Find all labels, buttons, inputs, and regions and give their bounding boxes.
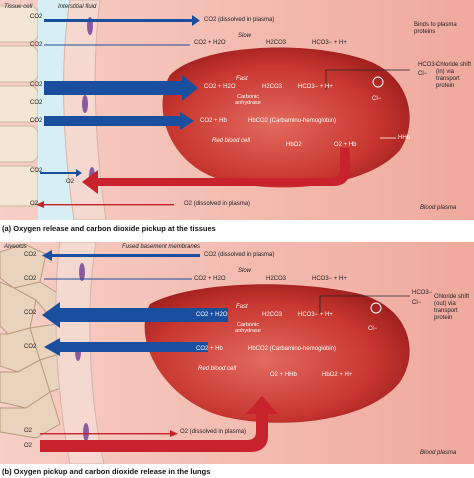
chloride-shift-in: Chloride shift (in) via transport protei… <box>436 62 472 89</box>
o2-release-arrow <box>82 148 350 194</box>
caption-b-letter: (b) <box>2 467 12 476</box>
caption-a-text: Oxygen release and carbon dioxide pickup… <box>13 224 216 233</box>
caption-b: (b) Oxygen pickup and carbon dioxide rel… <box>2 467 210 476</box>
co2-label-6: CO2 <box>30 168 43 174</box>
co2-release-arrows <box>42 250 228 356</box>
caption-a-letter: (a) <box>2 224 12 233</box>
co2-label-3: CO2 <box>30 82 43 88</box>
co2-b-label-3: CO2 <box>24 310 37 316</box>
panel-b-lungs: Alveolus Fused basement membranes CO2 CO… <box>0 242 474 464</box>
fast-hco3-b: HCO3− + H+ <box>298 312 333 318</box>
co2-label-1: CO2 <box>30 14 43 20</box>
co2-dissolved-label: CO2 (dissolved in plasma) <box>204 17 275 23</box>
cl-inside-label-b: Cl− <box>368 326 378 332</box>
slow-h2co3-a: H2CO3 <box>266 40 287 46</box>
slow-equation-a: CO2 + H2O <box>194 40 226 46</box>
tissue-cell-label: Tissue cell <box>4 4 33 10</box>
interstitial-fluid <box>38 0 74 220</box>
binds-plasma-proteins: Binds to plasma proteins <box>414 22 457 35</box>
transport-protein-icon-b <box>370 302 382 314</box>
co2-label-2: CO2 <box>30 42 43 48</box>
interstitial-fluid-label: Interstitial fluid <box>58 4 97 10</box>
rbc-label-a: Red blood cell <box>212 138 251 144</box>
o2-dissolved-label-b: O2 (dissolved in plasma) <box>180 429 247 435</box>
co2-label-4: CO2 <box>30 100 43 106</box>
hco3-in-path <box>319 295 410 314</box>
carbamino-equation-b: CO2 + Hb <box>196 346 223 352</box>
endothelial-nucleus-2 <box>82 95 88 113</box>
co2-b-label-4: CO2 <box>24 344 37 350</box>
caption-a: (a) Oxygen release and carbon dioxide pi… <box>2 224 216 233</box>
slow-hco3-a: HCO3− + H+ <box>312 40 347 46</box>
chloride-shift-out: Chloride shift (out) via transport prote… <box>434 294 470 321</box>
cl-out-label: Cl− <box>412 300 422 306</box>
blood-plasma-label-a: Blood plasma <box>420 205 457 211</box>
hbo2-label-a: HbO2 <box>286 142 302 148</box>
blood-plasma-label-b: Blood plasma <box>420 450 457 456</box>
o2-tissue-label: O2 <box>66 179 75 185</box>
co2-arrows <box>40 15 200 177</box>
hco3-out-label: HCO3− <box>418 62 439 68</box>
co2-b-label-2: CO2 <box>24 276 37 282</box>
transport-protein-icon <box>372 76 384 88</box>
co2-b-label-1: CO2 <box>24 252 37 258</box>
hco3-in-label: HCO3− <box>412 290 433 296</box>
cl-in-label: Cl− <box>418 71 428 77</box>
hhb-label: HHb <box>398 135 411 141</box>
carbamino-equation-a: CO2 + Hb <box>200 118 227 124</box>
carbonic-anhydrase-a: Carbonic anhydrase <box>235 94 261 107</box>
hbo2-h-label: HbO2 + H+ <box>322 372 353 378</box>
slow-label-a: Slow <box>238 33 252 39</box>
slow-h2co3-b: H2CO3 <box>266 276 287 282</box>
fast-equation-b: CO2 + H2O <box>196 312 228 318</box>
fast-h2co3-b: H2CO3 <box>262 312 283 318</box>
fast-h2co3-a: H2CO3 <box>262 84 283 90</box>
fast-hco3-a: HCO3− + H+ <box>298 84 333 90</box>
tissue-cells <box>0 5 39 207</box>
o2-hb-label: O2 + Hb <box>334 142 357 148</box>
carbonic-anhydrase-b: Carbonic anhydrase <box>235 322 261 335</box>
fused-membranes-label: Fused basement membranes <box>122 244 201 250</box>
fast-label-a: Fast <box>236 76 248 82</box>
panel-a-artwork <box>0 0 474 220</box>
o2-dissolved-label-a: O2 (dissolved in plasma) <box>184 201 251 207</box>
slow-hco3-b: HCO3− + H+ <box>312 276 347 282</box>
co2-label-5: CO2 <box>30 118 43 124</box>
hbco2-label-a: HbCO2 (Carbamino-hemoglobin) <box>248 118 337 124</box>
panel-a-tissues: Tissue cell Interstitial fluid CO2 CO2 (… <box>0 0 474 220</box>
slow-label-b: Slow <box>238 268 252 274</box>
o2-b-label-a: O2 <box>24 428 33 434</box>
o2-label-7: O2 <box>30 201 39 207</box>
hbco2-label-b: HbCO2 (Carbamino-hemoglobin) <box>248 346 337 352</box>
cl-inside-label-a: Cl− <box>372 96 382 102</box>
rbc-label-b: Red blood cell <box>198 366 237 372</box>
fast-label-b: Fast <box>236 304 248 310</box>
slow-equation-b: CO2 + H2O <box>194 276 226 282</box>
o2-dissolved-arrow <box>44 204 174 206</box>
o2-pickup-arrow <box>40 396 278 452</box>
fast-equation-a: CO2 + H2O <box>204 84 236 90</box>
caption-b-text: Oxygen pickup and carbon dioxide release… <box>13 467 211 476</box>
hco3-out-path <box>325 69 410 90</box>
co2-dissolved-label-b: CO2 (dissolved in plasma) <box>204 252 275 258</box>
panel-b-artwork <box>0 242 474 464</box>
o2-dissolved-arrow-b <box>40 433 170 435</box>
alveolus-label: Alveolus <box>4 244 27 250</box>
endothelial-nucleus-b1 <box>79 263 85 281</box>
endothelial-nucleus-b3 <box>83 423 89 441</box>
o2-b-label-b: O2 <box>24 443 33 449</box>
o2-hhb-label: O2 + HHb <box>270 372 297 378</box>
